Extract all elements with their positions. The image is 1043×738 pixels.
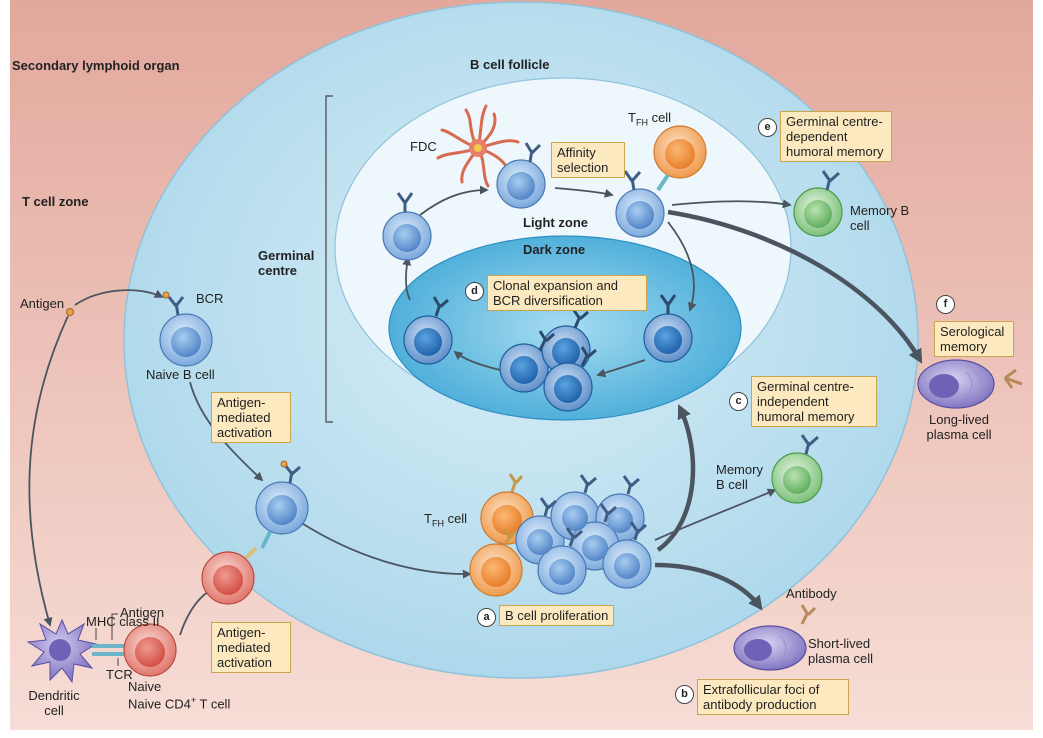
memory-b-cell-gc-dependent (793, 170, 843, 237)
short-lived-plasma-cell (733, 604, 817, 671)
antigen-label-bottom: Antigen (120, 605, 165, 620)
arrows (28, 185, 792, 636)
germinal-centre-label: Germinal centre (258, 248, 315, 278)
memory-b-cell-label-top: Memory B cell (850, 203, 910, 233)
arrow-lz-right (554, 187, 614, 198)
arrow-to-memory-gc-dependent (671, 199, 792, 209)
tfh-top-suffix: cell (647, 110, 672, 125)
cd4-prefix: Naive CD4 (128, 696, 191, 712)
arrow-to-short-lived-plasma (654, 562, 763, 611)
light-zone-b-cell-2 (496, 142, 546, 209)
naive-cd4-t-cell (123, 623, 177, 677)
memory-b-cell-label-bottom: Memory B cell (716, 462, 763, 492)
b-cell-follicle-label: B cell follicle (470, 57, 550, 72)
b-cell-proliferation-cluster (469, 473, 652, 597)
antigen-particle (66, 308, 74, 316)
naive-b-cell-label: Naive B cell (146, 367, 215, 382)
mhc-class-ii-label: MHC class II (86, 614, 160, 629)
tfh-cell-label-bottom: TFH cell (424, 511, 467, 532)
germinal-centre-bracket (325, 95, 333, 423)
tfh-cell-light-zone (653, 125, 707, 192)
antigen-leader (111, 613, 118, 640)
tfh-bottom-suffix: cell (443, 511, 468, 526)
thick-arrows (654, 209, 923, 611)
antigen-label-top: Antigen (20, 296, 65, 311)
bcr-label: BCR (196, 291, 224, 306)
antigen-mediated-activation-box-bottom: Antigen-mediated activation (211, 622, 291, 673)
dark-zone-label: Dark zone (523, 242, 586, 257)
tcr-label: TCR (106, 667, 133, 682)
secondary-lymphoid-organ-label: Secondary lymphoid organ (12, 58, 180, 73)
affinity-selection-box: Affinity selection (551, 142, 625, 178)
naive-cd4-t-cell-label-1: Naive (128, 679, 162, 694)
dendritic-cell-shape (26, 618, 98, 684)
step-badge-c: c (729, 392, 748, 411)
arrow-antigen-to-dc (28, 315, 69, 627)
step-badge-d: d (465, 282, 484, 301)
tfh-cell-label-top: TFH cell (628, 110, 671, 131)
light-zone-b-cell-3 (615, 170, 665, 238)
step-label-b: Extrafollicular foci of antibody product… (697, 679, 849, 715)
fdc-cell (436, 104, 520, 188)
step-label-e: Germinal centre-dependent humoral memory (780, 111, 892, 162)
activated-t-cell (201, 546, 258, 605)
arrow-dz-up (402, 256, 412, 301)
step-label-d: Clonal expansion and BCR diversification (487, 275, 647, 311)
arrow-dz-left (596, 359, 646, 378)
t-cell-zone-label: T cell zone (22, 194, 89, 209)
step-badge-b: b (675, 685, 694, 704)
tfh-top-sub: FH (635, 117, 648, 128)
dendritic-cell-label: Dendritic cell (28, 688, 80, 718)
arrow-to-long-lived-plasma (667, 209, 923, 364)
step-label-f: Serological memory (934, 321, 1014, 357)
short-lived-plasma-cell-label: Short-lived plasma cell (808, 636, 874, 666)
light-zone-b-cell-1 (382, 192, 432, 261)
tfh-top-base: T (628, 110, 636, 125)
step-badge-e: e (758, 118, 777, 137)
long-lived-plasma-cell-label: Long-lived plasma cell (926, 412, 992, 442)
step-label-a: B cell proliferation (499, 605, 615, 626)
arrow-lz-up (419, 185, 489, 216)
fdc-label: FDC (410, 139, 437, 154)
arrow-proliferation-to-gc (656, 404, 696, 552)
arrow-activated-to-proliferation (299, 521, 472, 579)
step-badge-f: f (936, 295, 955, 314)
step-badge-a: a (477, 608, 496, 627)
naive-b-cell (159, 291, 213, 367)
antibody-label: Antibody (786, 586, 837, 601)
cd4-sup: + (190, 695, 197, 705)
cd4-suffix: T cell (196, 696, 231, 712)
antigen-mediated-activation-box-top: Antigen-mediated activation (211, 392, 291, 443)
dark-zone-b-cell-left (403, 296, 453, 365)
naive-cd4-t-cell-label: Naive CD4+ T cell (128, 693, 230, 711)
mhc-tcr-complex (92, 644, 124, 656)
tfh-bottom-sub: FH (431, 518, 444, 529)
arrow-antigen-to-bcr (74, 289, 164, 306)
long-lived-plasma-cell (917, 359, 1023, 409)
light-zone-label: Light zone (523, 215, 588, 230)
activated-b-cell (255, 460, 309, 549)
memory-b-cell-gc-independent (771, 434, 823, 504)
tfh-bottom-base: T (424, 511, 432, 526)
arrow-to-memory-gc-independent (654, 488, 777, 541)
arrow-lz-down (667, 221, 697, 312)
step-label-c: Germinal centre-independent humoral memo… (751, 376, 877, 427)
arrow-dz-back (453, 350, 501, 371)
dark-zone-b-cell-cluster (499, 308, 597, 412)
dark-zone-b-cell-right (643, 294, 693, 363)
